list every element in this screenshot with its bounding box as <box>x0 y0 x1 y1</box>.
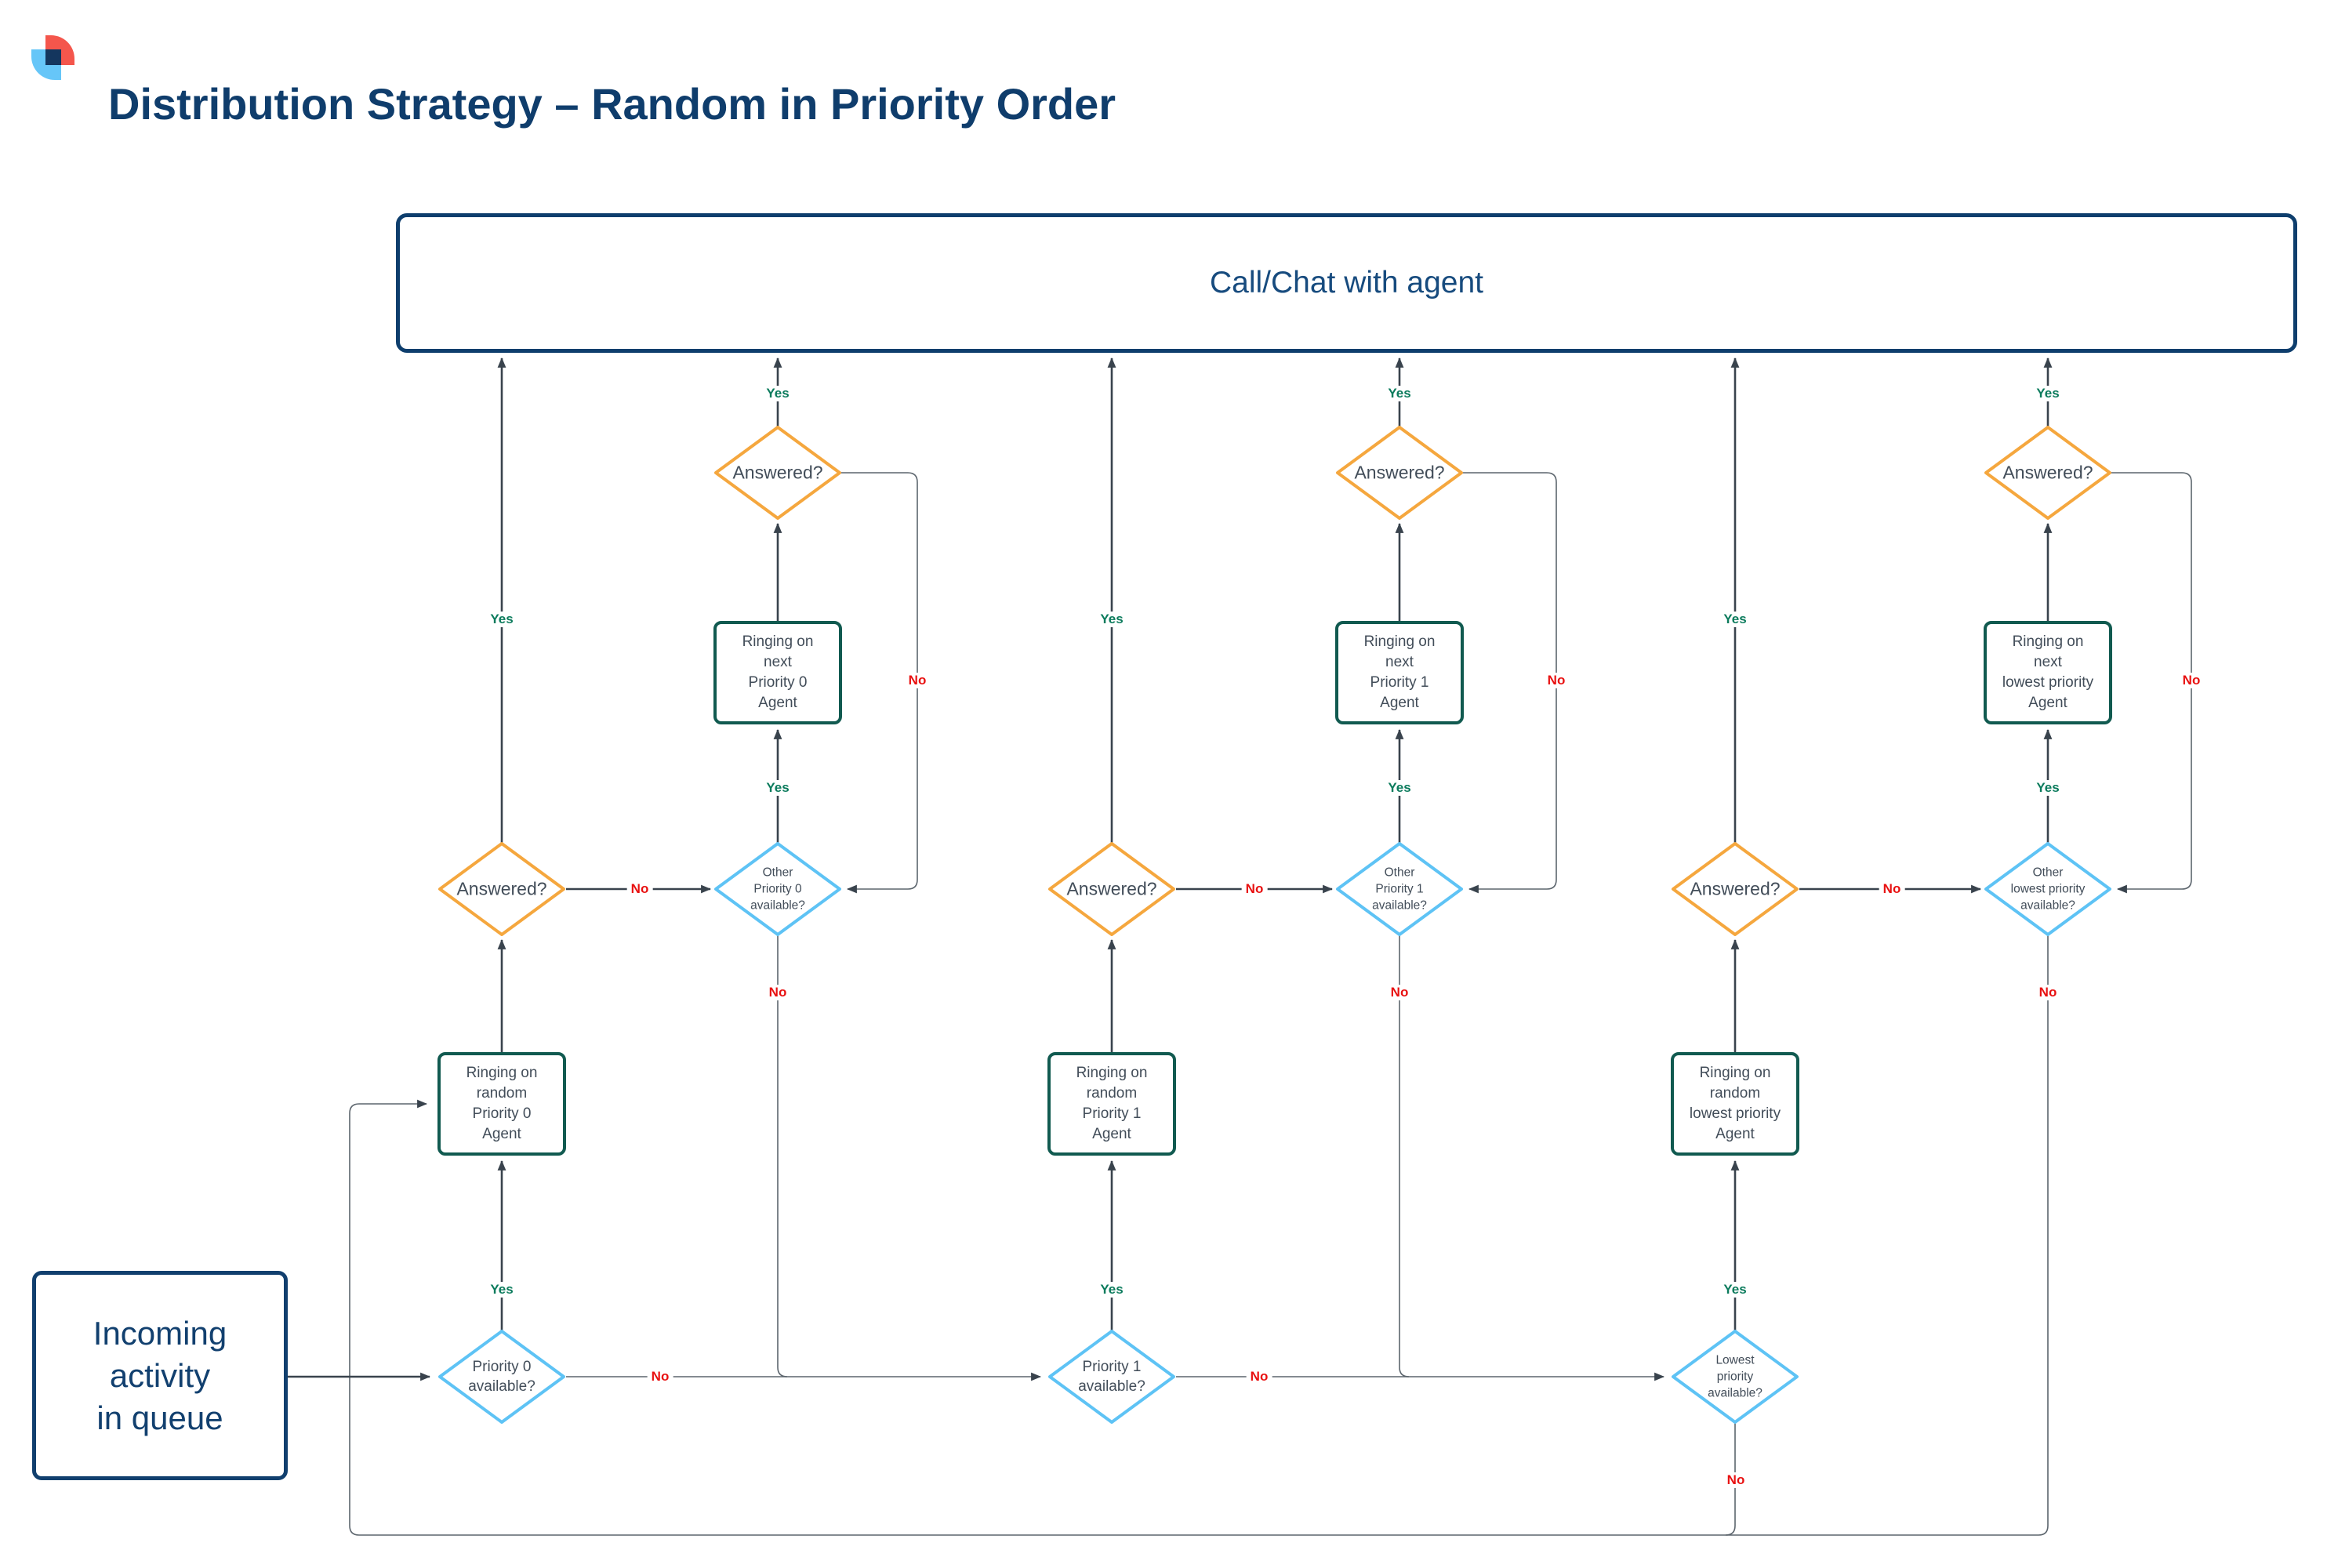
yes-label-lowest-available: Yes <box>1719 1282 1751 1298</box>
diamond-other-lowest-available <box>1984 842 2111 936</box>
call-chat-with-agent-box: Call/Chat with agent <box>396 213 2297 353</box>
yes-label-p0-available: Yes <box>486 1282 517 1298</box>
diamond-answered-top-lowest <box>1984 426 2111 520</box>
logo-navy-shape <box>45 49 61 65</box>
diamond-p1-available <box>1048 1330 1175 1424</box>
diamond-answered-p0 <box>438 842 565 936</box>
edge-answered-top-p1-no-loop <box>1461 472 1557 894</box>
yes-label-answered-p0: Yes <box>486 612 517 627</box>
p1-available-label: Priority 1 available? <box>1078 1359 1145 1395</box>
yes-label-p1-available: Yes <box>1096 1282 1127 1298</box>
no-label-answered-top-lowest: No <box>2178 673 2205 688</box>
yes-label-other-lowest: Yes <box>2032 780 2064 796</box>
ringing-random-p1-box: Ringing on random Priority 1 Agent <box>1047 1052 1176 1156</box>
no-label-answered-top-p0: No <box>904 673 931 688</box>
no-label-answered-top-p1: No <box>1543 673 1570 688</box>
diamond-other-p1-available <box>1336 842 1463 936</box>
other-p0-available-label: Other Priority 0 available? <box>750 866 805 913</box>
diamond-answered-top-p1 <box>1336 426 1463 520</box>
yes-label-answered-lowest: Yes <box>1719 612 1751 627</box>
answered-p1-label: Answered? <box>1066 878 1157 899</box>
diamond-answered-lowest <box>1672 842 1799 936</box>
yes-label-other-p1: Yes <box>1384 780 1415 796</box>
no-label-other-p1: No <box>1386 985 1413 1000</box>
no-label-lowest-available: No <box>1723 1472 1749 1488</box>
edge-other-p1-no-merge <box>1399 935 1410 1377</box>
diamond-answered-top-p0 <box>714 426 841 520</box>
yes-label-other-p0: Yes <box>762 780 793 796</box>
ringing-random-p0-box: Ringing on random Priority 0 Agent <box>437 1052 566 1156</box>
answered-top-p0-label: Answered? <box>732 462 823 483</box>
no-label-answered-p1: No <box>1241 881 1268 897</box>
other-lowest-available-label: Other lowest priority available? <box>2010 866 2086 913</box>
lowest-available-label: Lowest priority available? <box>1708 1353 1762 1400</box>
edge-other-lowest-no-restart-loop <box>349 935 2049 1536</box>
incoming-activity-box: Incoming activity in queue <box>32 1271 288 1480</box>
ringing-next-lowest-box: Ringing on next lowest priority Agent <box>1984 621 2112 724</box>
no-label-p1-available: No <box>1246 1369 1272 1385</box>
ringing-next-p0-box: Ringing on next Priority 0 Agent <box>713 621 842 724</box>
yes-label-answered-top-p1: Yes <box>1384 386 1415 401</box>
no-label-other-lowest: No <box>2035 985 2061 1000</box>
diamond-other-p0-available <box>714 842 841 936</box>
yes-label-answered-top-p0: Yes <box>762 386 793 401</box>
yes-label-answered-top-lowest: Yes <box>2032 386 2064 401</box>
diamond-p0-available <box>438 1330 565 1424</box>
answered-top-p1-label: Answered? <box>1354 462 1445 483</box>
ringing-next-p1-box: Ringing on next Priority 1 Agent <box>1335 621 1464 724</box>
ringing-random-lowest-box: Ringing on random lowest priority Agent <box>1671 1052 1799 1156</box>
no-label-other-p0: No <box>764 985 791 1000</box>
diamond-answered-p1 <box>1048 842 1175 936</box>
no-label-answered-p0: No <box>626 881 653 897</box>
diamond-lowest-available <box>1672 1330 1799 1424</box>
answered-top-lowest-label: Answered? <box>2002 462 2093 483</box>
other-p1-available-label: Other Priority 1 available? <box>1372 866 1427 913</box>
answered-p0-label: Answered? <box>456 878 547 899</box>
p0-available-label: Priority 0 available? <box>468 1359 535 1395</box>
no-label-answered-lowest: No <box>1879 881 1905 897</box>
no-label-p0-available: No <box>647 1369 673 1385</box>
page-title: Distribution Strategy – Random in Priori… <box>108 79 1116 129</box>
yes-label-answered-p1: Yes <box>1096 612 1127 627</box>
edge-other-p0-no-merge <box>777 935 788 1377</box>
answered-lowest-label: Answered? <box>1690 878 1781 899</box>
